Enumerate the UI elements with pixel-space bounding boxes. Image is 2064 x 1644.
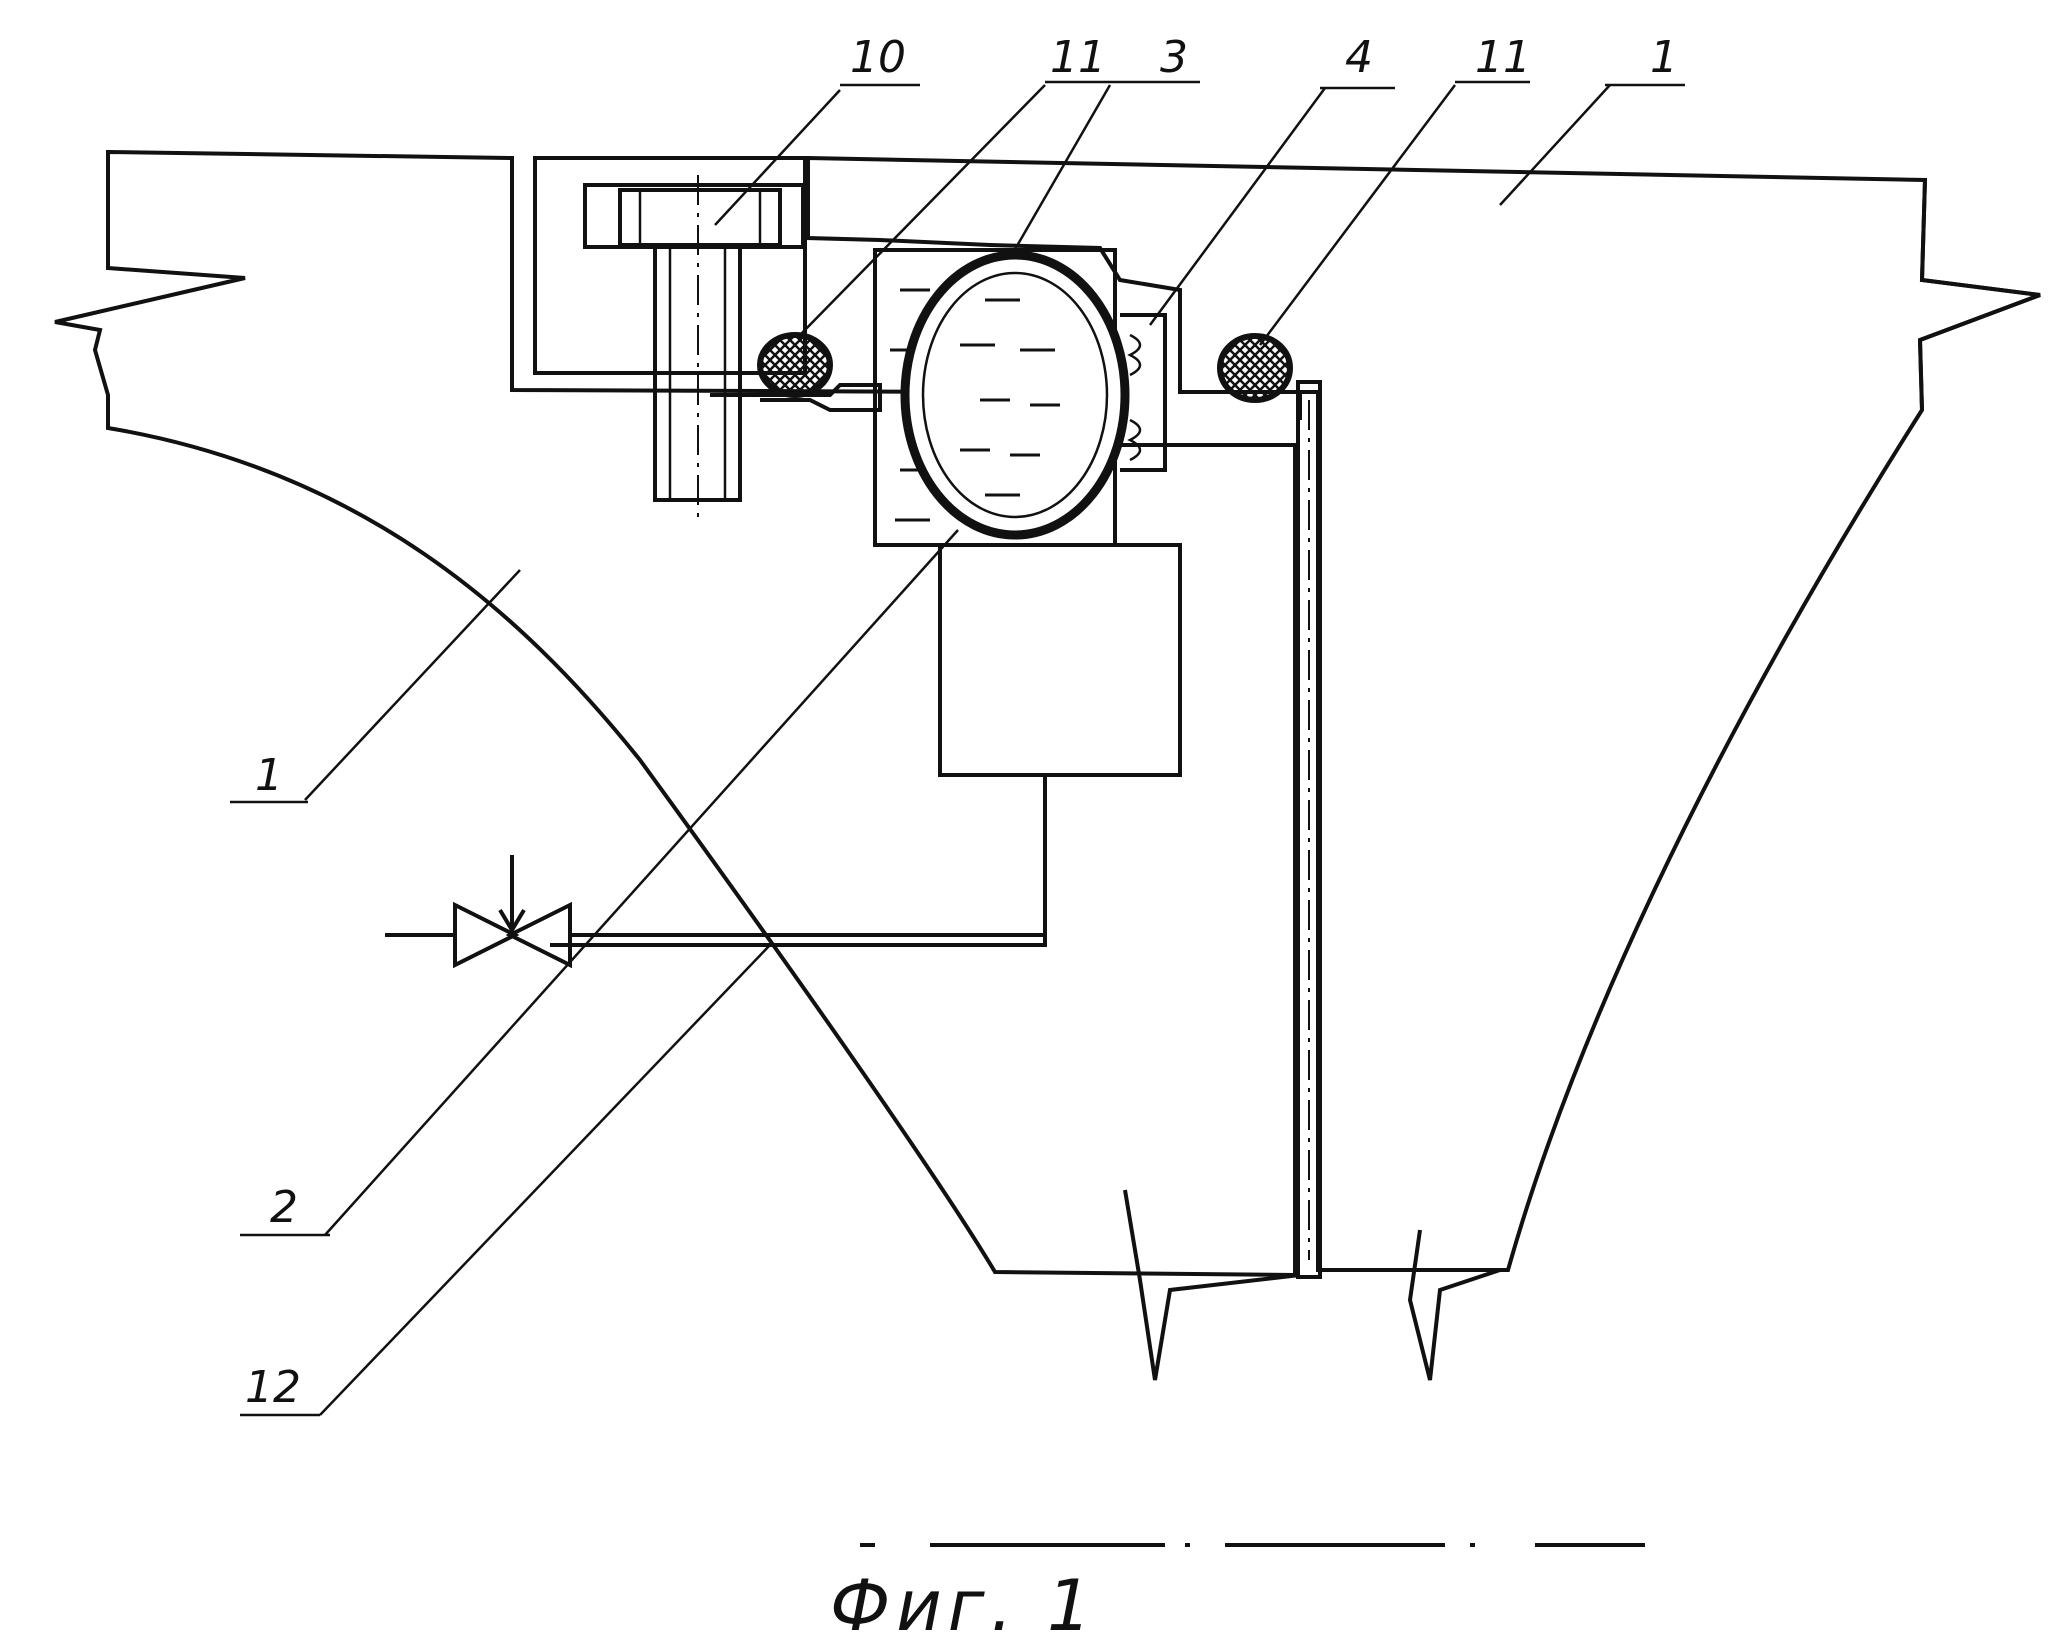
label-12: 12 [245,1362,301,1413]
label-2: 2 [270,1182,298,1233]
label-4: 4 [1345,32,1373,83]
bolt [620,175,780,520]
part-labels: 10 11 3 4 11 1 1 2 12 [245,32,1678,1413]
valve-icon [385,855,1045,965]
label-1-right: 1 [1650,32,1678,83]
label-11-right: 11 [1475,32,1531,83]
figure-caption: Фиг. 1 [830,1565,1098,1644]
label-3: 3 [1160,32,1188,83]
label-1-left: 1 [255,750,283,801]
elastic-tube [905,255,1165,535]
lower-slot [550,545,1180,945]
break-line-bottom [1125,1190,1500,1380]
label-10: 10 [850,32,906,83]
label-11-left: 11 [1050,32,1106,83]
